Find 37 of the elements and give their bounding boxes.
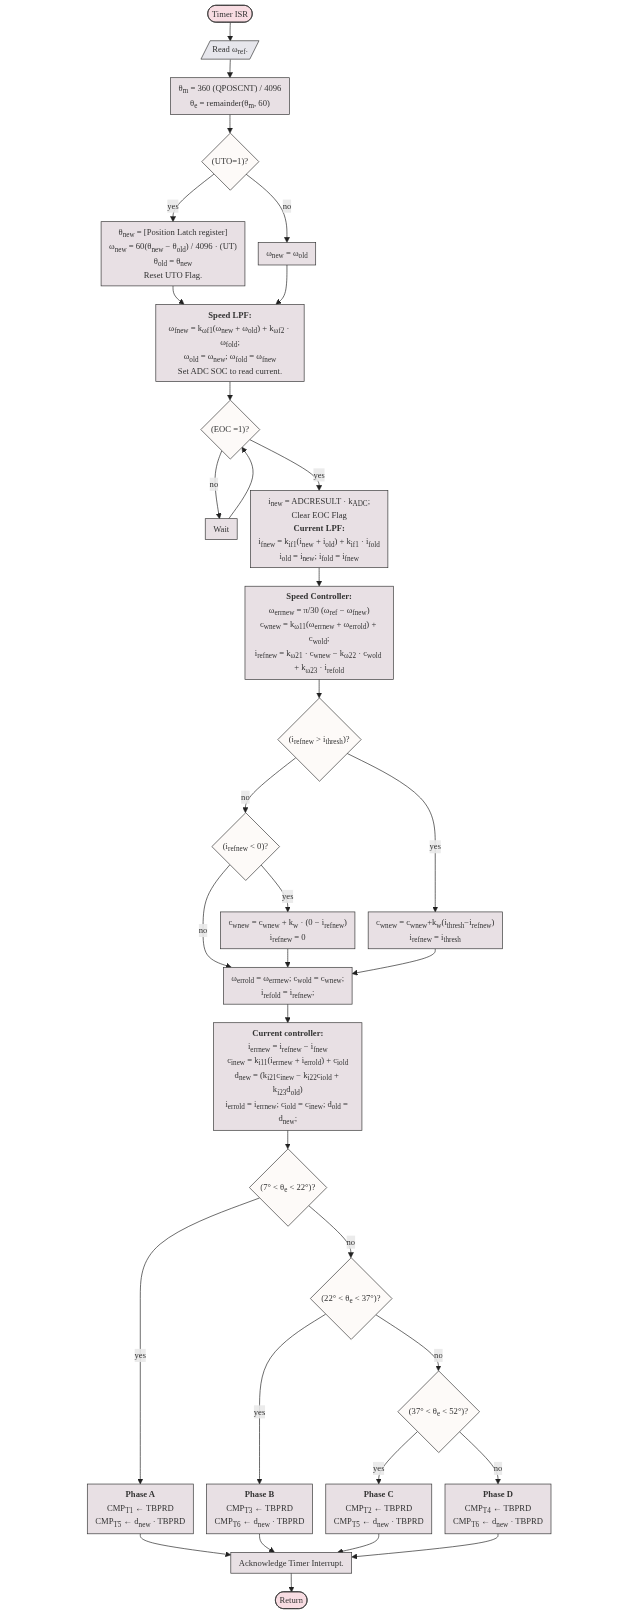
edge-label: no	[282, 200, 292, 211]
edge-label: yes	[253, 1406, 266, 1417]
node-box: ω$_{new}$ = ω$_{old}$	[257, 242, 316, 266]
node-diamond: (UTO=1)?	[201, 132, 260, 191]
edge-label: no	[209, 478, 219, 489]
edge-label: no	[346, 1236, 356, 1247]
node-box: Phase A CMP$_{T1}$ ← TBPRD CMP$_{T5}$ ← d$_{new}$ · TBPRD	[86, 1483, 194, 1535]
node-box: θ$_{new}$ = [Position Latch register] ω$_{new}$ = 60(θ$_{new}$ − θ$_{old}$) / 4096 · (UT) θ$_{old}$ = θ$_{new}$ Reset UTO Flag.	[100, 221, 246, 287]
edge-label: yes	[372, 1463, 385, 1474]
edge-label: yes	[281, 891, 294, 901]
node-box: Wait	[204, 518, 238, 540]
edge-label: no	[198, 925, 208, 936]
node-box: Speed LPF: ω$_{fnew}$ = k$_{ωf1}$(ω$_{new}$ + ω$_{old}$) + k$_{ωf2}$ · ω$_{fold}$; ω$_{old}$ = ω$_{new}$; ω$_{fold}$ = ω$_{fnew}$ Set ADC SOC to read current.	[155, 304, 305, 382]
node-box: Speed Controller: ω$_{errnew}$ = π/30 (ω$_{ref}$ − ω$_{fnew}$) c$_{wnew}$ = k$_{ω11}$(ω$_{errnew}$ + ω$_{errold}$) + c$_{wold}$; i$_{refnew}$ = k$_{ω21}$ · c$_{wnew}$ − k$_{ω22}$ · c$_{wold}$ + k$_{ω23}$ · i$_{refold}$	[244, 585, 394, 680]
node-diamond: (37° < θ$_{e}$ < 52°)?	[397, 1370, 480, 1453]
edge-label: yes	[429, 841, 441, 852]
node-diamond: (7° < θ$_{e}$ < 22°)?	[248, 1148, 327, 1227]
edge-label: no	[240, 791, 250, 802]
node-box: Phase B CMP$_{T3}$ ← TBPRD CMP$_{T6}$ ← d$_{new}$ · TBPRD	[206, 1483, 313, 1535]
edge-label: no	[493, 1463, 503, 1474]
node-diamond: (i$_{refnew}$ > i$_{thresh}$)?	[277, 697, 362, 782]
node-box: Phase C CMP$_{T2}$ ← TBPRD CMP$_{T5}$ ← d$_{new}$ · TBPRD	[325, 1483, 432, 1535]
node-box: ω$_{errold}$ = ω$_{errnew}$; c$_{wold}$ = c$_{wnew}$; i$_{refold}$ = i$_{refnew}$;	[222, 967, 353, 1005]
node-box: Acknowledge Timer Interrupt.	[230, 1552, 352, 1574]
node-box: c$_{wnew}$ = c$_{wnew}$ + k$_{w}$ · (0 − i$_{refnew}$) i$_{refnew}$ = 0	[220, 911, 356, 950]
node-box: Current controller: i$_{errnew}$ = i$_{refnew}$ − i$_{fnew}$ c$_{inew}$ = k$_{i11}$(i$_{errnew}$ + i$_{errold}$) + c$_{iold}$ d$_{new}$ = (k$_{i21}$c$_{inew}$ − k$_{i22}$c$_{iold}$ + k$_{i23}$d$_{old}$) i$_{errold}$ = i$_{errnew}$; c$_{iold}$ = c$_{inew}$; d$_{old}$ = d$_{new}$;	[213, 1022, 363, 1131]
node-diamond: (22° < θ$_{e}$ < 37°)?	[309, 1257, 393, 1340]
edge-label: yes	[134, 1350, 146, 1360]
node-diamond: (i$_{refnew}$ < 0)?	[211, 812, 280, 881]
node-box: i$_{new}$ = ADCRESULT · k$_{ADC}$; Clear EOC Flag Current LPF: i$_{fnew}$ = k$_{if1}$(i$_{new}$ + i$_{old}$) + k$_{if1}$ · i$_{fold}$ i$_{old}$ = i$_{new}$; i$_{fold}$ = i$_{fnew}$	[249, 490, 389, 568]
node-box: θ$_{m}$ = 360 (QPOSCNT) / 4096 θ$_{e}$ = remainder(θ$_{m}$, 60)	[170, 77, 290, 115]
node-diamond: (EOC =1)?	[200, 399, 260, 460]
node-box: Phase D CMP$_{T4}$ ← TBPRD CMP$_{T6}$ ← d$_{new}$ · TBPRD	[444, 1483, 552, 1535]
node-box: c$_{wnew}$ = c$_{wnew}$+k$_{w}$(i$_{thresh}$−i$_{refnew}$) i$_{refnew}$ = i$_{thresh}$	[367, 911, 503, 950]
edge-label: yes	[167, 200, 179, 211]
edge-label: no	[433, 1350, 443, 1360]
edge-label: yes	[313, 469, 325, 480]
